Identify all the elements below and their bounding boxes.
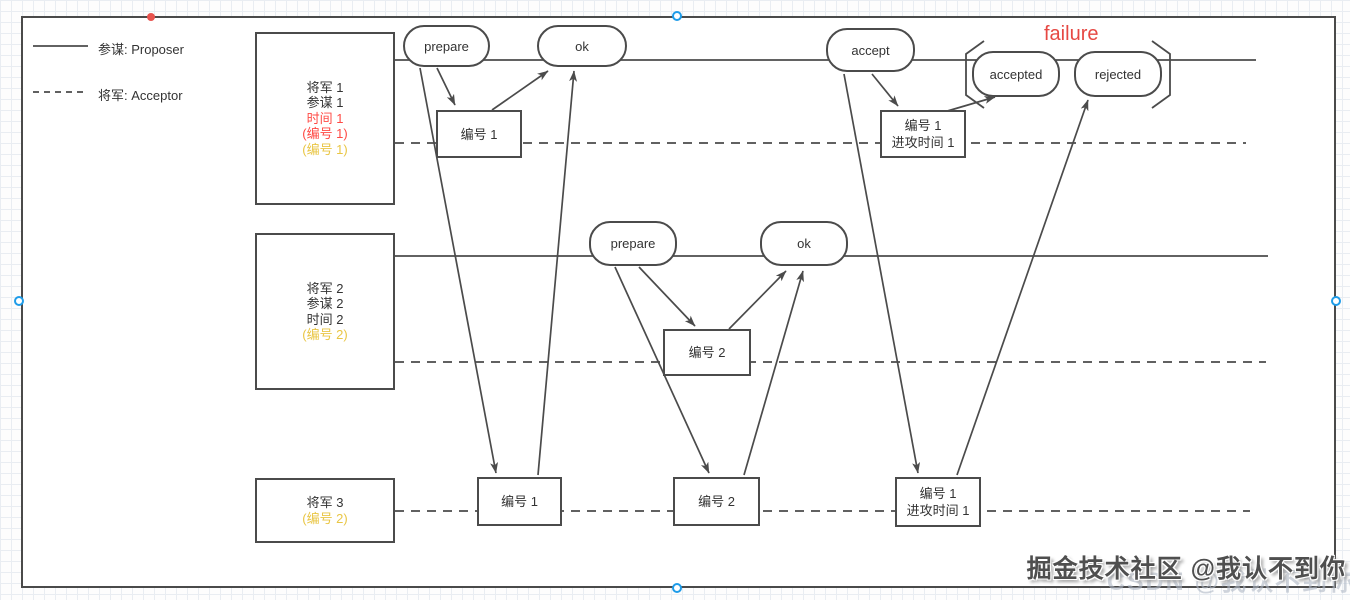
- message-number2-lane2-text: 编号 2: [688, 345, 726, 360]
- event-ok-2[interactable]: ok: [760, 221, 848, 266]
- selection-handle-bottom[interactable]: [672, 583, 682, 593]
- edge-number1-attack-lane3-to-rejected[interactable]: [956, 99, 1089, 476]
- message-number1-attack-lane1[interactable]: 编号 1 进攻时间 1: [880, 110, 966, 158]
- bracket-left[interactable]: [965, 40, 985, 109]
- event-rejected[interactable]: rejected: [1074, 51, 1162, 97]
- edge-prepare1-to-number1-lane1[interactable]: [436, 67, 456, 106]
- connection-point-dot: [147, 13, 155, 21]
- message-number1-lane1-text: 编号 1: [460, 126, 498, 142]
- legend-proposer-label: 参谋: Proposer: [98, 42, 184, 57]
- event-prepare-2[interactable]: prepare: [589, 221, 677, 266]
- general-2-box[interactable]: 将军 2 参谋 2 时间 2 (编号 2): [255, 233, 395, 390]
- event-prepare-1[interactable]: prepare: [403, 25, 490, 67]
- watermark-csdn: CSDN @我认不到你: [1106, 568, 1350, 596]
- event-ok-1[interactable]: ok: [537, 25, 627, 67]
- edge-accept-to-number1-attack-lane3[interactable]: [843, 73, 921, 474]
- message-number1-attack-lane3[interactable]: 编号 1 进攻时间 1: [895, 477, 981, 527]
- edge-prepare2-to-number2-lane3[interactable]: [614, 266, 710, 474]
- message-number2-lane2[interactable]: 编号 2: [663, 329, 751, 376]
- general-2-staff: 参谋 2: [306, 296, 344, 311]
- edge-number1-lane1-to-ok1[interactable]: [491, 70, 549, 111]
- message-number1-attack-lane3-line1: 编号 1: [919, 486, 957, 501]
- message-number1-attack-lane1-line2: 进攻时间 1: [891, 135, 955, 150]
- bracket-right[interactable]: [1151, 40, 1171, 109]
- failure-label: failure: [1044, 23, 1099, 45]
- edge-number2-lane3-to-ok2[interactable]: [743, 270, 804, 476]
- edge-number1-lane3-to-ok1[interactable]: [537, 70, 578, 476]
- message-number2-lane3[interactable]: 编号 2: [673, 477, 760, 526]
- edge-number2-lane2-to-ok2[interactable]: [728, 270, 787, 330]
- general-2-name: 将军 2: [306, 280, 344, 296]
- general-1-name: 将军 1: [306, 79, 344, 95]
- general-1-number-red: (编号 1): [302, 126, 348, 142]
- selection-handle-top[interactable]: [672, 11, 682, 21]
- event-accepted[interactable]: accepted: [972, 51, 1060, 97]
- watermark-juejin: 掘金技术社区 @我认不到你: [1026, 555, 1346, 583]
- general-3-number-yellow: (编号 2): [302, 510, 348, 526]
- general-2-number-yellow: (编号 2): [302, 327, 348, 342]
- edge-prepare2-to-number2-lane2[interactable]: [638, 266, 696, 327]
- selection-handle-right[interactable]: [1331, 296, 1341, 306]
- general-3-box[interactable]: 将军 3 (编号 2): [255, 478, 395, 543]
- message-number1-lane1[interactable]: 编号 1: [436, 110, 522, 158]
- edge-accept-to-number1-attack-lane1[interactable]: [871, 73, 899, 107]
- general-3-name: 将军 3: [306, 495, 344, 510]
- edge-number1-attack-lane1-to-accepted[interactable]: [943, 96, 996, 113]
- message-number1-attack-lane1-line1: 编号 1: [904, 118, 942, 133]
- legend-acceptor-label: 将军: Acceptor: [98, 88, 183, 103]
- message-number2-lane3-text: 编号 2: [698, 494, 735, 509]
- event-accept[interactable]: accept: [826, 28, 915, 72]
- edge-prepare1-to-number1-lane3[interactable]: [419, 67, 498, 474]
- general-1-time: 时间 1: [306, 110, 344, 126]
- selection-handle-left[interactable]: [14, 296, 24, 306]
- message-number1-attack-lane3-line2: 进攻时间 1: [906, 503, 970, 518]
- message-number1-lane3-text: 编号 1: [501, 494, 538, 509]
- message-number1-lane3[interactable]: 编号 1: [477, 477, 562, 526]
- general-1-number-yellow: (编号 1): [302, 141, 348, 157]
- general-2-time: 时间 2: [306, 311, 344, 327]
- general-1-box[interactable]: 将军 1 参谋 1 时间 1 (编号 1) (编号 1): [255, 32, 395, 205]
- general-1-staff: 参谋 1: [306, 95, 344, 111]
